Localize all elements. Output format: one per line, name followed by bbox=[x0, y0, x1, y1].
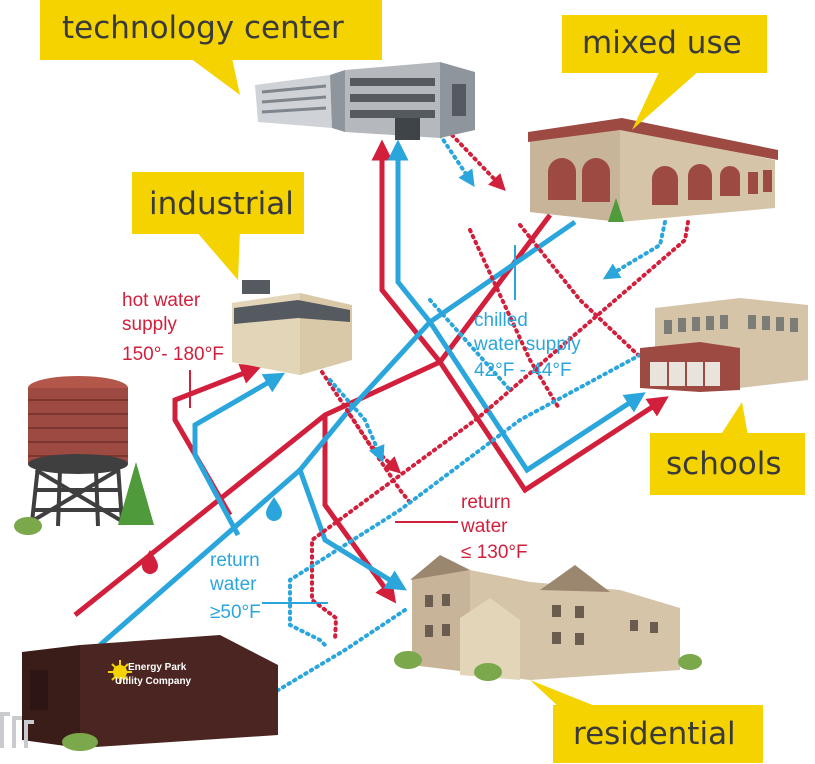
water-drop-blue-icon bbox=[266, 497, 282, 521]
technology-center-building bbox=[255, 62, 475, 140]
return-water-hot-line1: return bbox=[461, 492, 511, 513]
hot-return-lines bbox=[310, 133, 690, 642]
chilled-supply-to-residential bbox=[297, 469, 407, 591]
label-chilled-water-supply: chilled water supply 42°F - 44°F bbox=[473, 310, 581, 381]
callout-mixed-use: mixed use bbox=[562, 15, 767, 130]
mixed-use-building bbox=[528, 118, 778, 222]
callout-mixed-use-label: mixed use bbox=[582, 25, 742, 61]
residential-building bbox=[394, 555, 702, 681]
chilled-water-supply-line3: 42°F - 44°F bbox=[474, 360, 572, 381]
chilled-return-lines bbox=[273, 133, 667, 694]
callout-schools-label: schools bbox=[666, 446, 782, 482]
hot-water-supply-line3: 150°- 180°F bbox=[122, 344, 224, 365]
chilled-supply-to-techcenter bbox=[387, 139, 432, 324]
callout-schools: schools bbox=[650, 402, 805, 495]
chilled-water-supply-line2: water supply bbox=[473, 334, 581, 355]
logo-line1: Energy Park bbox=[128, 662, 187, 673]
schools-building bbox=[640, 298, 808, 392]
hot-supply-to-techcenter bbox=[371, 139, 442, 364]
industrial-building bbox=[232, 280, 352, 375]
label-return-water-hot: return water ≤ 130°F bbox=[460, 492, 528, 563]
water-drop-red-icon bbox=[142, 550, 158, 574]
callout-technology-center-label: technology center bbox=[62, 10, 344, 46]
water-tower-icon bbox=[14, 376, 154, 535]
callout-industrial: industrial bbox=[132, 172, 304, 280]
tree-icon bbox=[608, 198, 624, 222]
chilled-supply-to-schools bbox=[427, 320, 646, 474]
sun-logo-icon bbox=[108, 660, 132, 684]
chilled-water-supply-line1: chilled bbox=[474, 310, 528, 331]
label-return-water-chilled: return water ≥50°F bbox=[209, 550, 261, 623]
hot-water-supply-line2: supply bbox=[122, 314, 177, 335]
utility-plant-building: Energy Park Utility Company bbox=[0, 635, 278, 751]
callout-residential: residential bbox=[530, 680, 763, 763]
callout-industrial-label: industrial bbox=[149, 186, 294, 222]
pipe-network bbox=[73, 133, 690, 694]
label-hot-water-supply: hot water supply 150°- 180°F bbox=[122, 290, 224, 365]
logo-line2: Utility Company bbox=[115, 676, 192, 687]
hot-supply-to-residential bbox=[322, 415, 397, 604]
hot-supply-to-schools bbox=[437, 360, 669, 494]
hot-supply-trunk bbox=[73, 213, 553, 617]
return-water-hot-line2: water bbox=[460, 516, 508, 537]
return-water-chilled-line2: water bbox=[209, 574, 257, 595]
callout-residential-label: residential bbox=[573, 716, 736, 752]
chilled-supply-to-industrial bbox=[192, 372, 286, 537]
tree-icon bbox=[118, 462, 154, 525]
return-water-chilled-line1: return bbox=[210, 550, 260, 571]
return-water-chilled-line3: ≥50°F bbox=[210, 602, 261, 623]
return-water-hot-line3: ≤ 130°F bbox=[461, 542, 528, 563]
hot-water-supply-line1: hot water bbox=[122, 290, 201, 311]
callout-technology-center: technology center bbox=[40, 0, 382, 95]
